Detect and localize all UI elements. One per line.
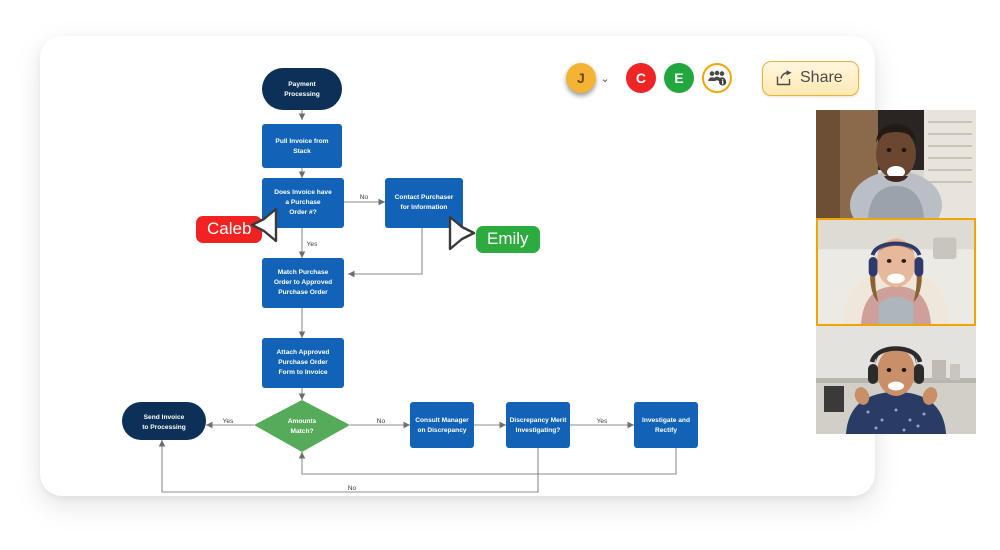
node-label: Purchase Order <box>278 289 328 296</box>
people-group-icon[interactable] <box>702 63 732 93</box>
collaboration-toolbar: J ⌄ C E Share <box>566 56 859 100</box>
node-label: Investigate and <box>642 417 690 424</box>
node-label: Attach Approved <box>277 349 330 356</box>
node-consult-manager[interactable]: Consult Manager on Discrepancy <box>410 402 474 448</box>
node-label: Match? <box>290 428 313 435</box>
node-pull-invoice[interactable]: Pull Invoice from Stack <box>262 124 342 168</box>
edge-label-no-top: No <box>360 194 369 201</box>
flowchart[interactable]: No Yes Yes No Yes No Payment Processing … <box>40 36 875 496</box>
node-label: on Discrepancy <box>417 427 466 434</box>
share-icon <box>776 69 792 85</box>
edge-label-no-mid: No <box>377 418 386 425</box>
video-tile-1[interactable] <box>816 110 976 218</box>
edge-label-yes-right: Yes <box>597 418 608 425</box>
node-has-po-number[interactable]: Does Invoice have a Purchase Order #? <box>262 178 344 228</box>
cursor-caleb-pointer <box>250 207 278 243</box>
node-send-invoice[interactable]: Send Invoice to Processing <box>122 402 206 440</box>
share-button[interactable]: Share <box>762 60 859 96</box>
node-label: Stack <box>293 148 311 155</box>
video-tile-3[interactable] <box>816 326 976 434</box>
edge-label-yes-left: Yes <box>223 418 234 425</box>
node-label: Match Purchase <box>278 269 329 276</box>
cursor-label-caleb: Caleb <box>196 216 263 243</box>
node-label: Processing <box>284 91 320 98</box>
node-label: a Purchase <box>285 199 321 206</box>
edge-n11-n7 <box>298 448 677 475</box>
node-attach-po-form[interactable]: Attach Approved Purchase Order Form to I… <box>262 338 344 388</box>
node-amounts-match[interactable]: Amounts Match? <box>254 400 350 452</box>
avatar-j[interactable]: J <box>566 63 596 93</box>
node-label: Contact Purchaser <box>395 194 454 201</box>
video-tile-2[interactable] <box>816 218 976 326</box>
edge-label-no-bottom: No <box>348 485 357 492</box>
edge-n10-n8 <box>158 440 539 493</box>
node-label: Order to Approved <box>274 279 332 286</box>
cursor-label-emily: Emily <box>476 226 540 253</box>
node-label: Investigating? <box>516 427 561 434</box>
flow-connectors <box>158 110 677 493</box>
node-label: to Processing <box>142 424 186 431</box>
node-label: Amounts <box>288 418 317 425</box>
node-label: Consult Manager <box>415 417 469 424</box>
node-label: for Information <box>401 204 448 211</box>
node-discrepancy-merit[interactable]: Discrepancy Merit Investigating? <box>506 402 570 448</box>
avatar-c[interactable]: C <box>626 63 656 93</box>
edge-label-yes-top: Yes <box>307 241 318 248</box>
chevron-down-icon[interactable]: ⌄ <box>600 72 610 85</box>
node-investigate-rectify[interactable]: Investigate and Rectify <box>634 402 698 448</box>
node-contact-purchaser[interactable]: Contact Purchaser for Information <box>385 178 463 228</box>
cursor-emily-pointer <box>448 215 476 251</box>
edge-n4-n5 <box>348 228 423 278</box>
node-label: Pull Invoice from <box>275 138 328 145</box>
node-match-purchase-order[interactable]: Match Purchase Order to Approved Purchas… <box>262 258 344 308</box>
avatar-e[interactable]: E <box>664 63 694 93</box>
node-label: Send Invoice <box>144 414 185 421</box>
node-label: Rectify <box>655 427 677 434</box>
node-label: Payment <box>288 81 316 88</box>
node-label: Discrepancy Merit <box>510 417 568 424</box>
node-label: Form to Invoice <box>278 369 327 376</box>
node-payment-processing[interactable]: Payment Processing <box>262 68 342 110</box>
node-label: Does Invoice have <box>274 189 332 196</box>
node-label: Purchase Order <box>278 359 328 366</box>
node-label: Order #? <box>289 209 316 216</box>
share-button-label: Share <box>800 68 843 86</box>
video-call-panel <box>816 110 976 435</box>
